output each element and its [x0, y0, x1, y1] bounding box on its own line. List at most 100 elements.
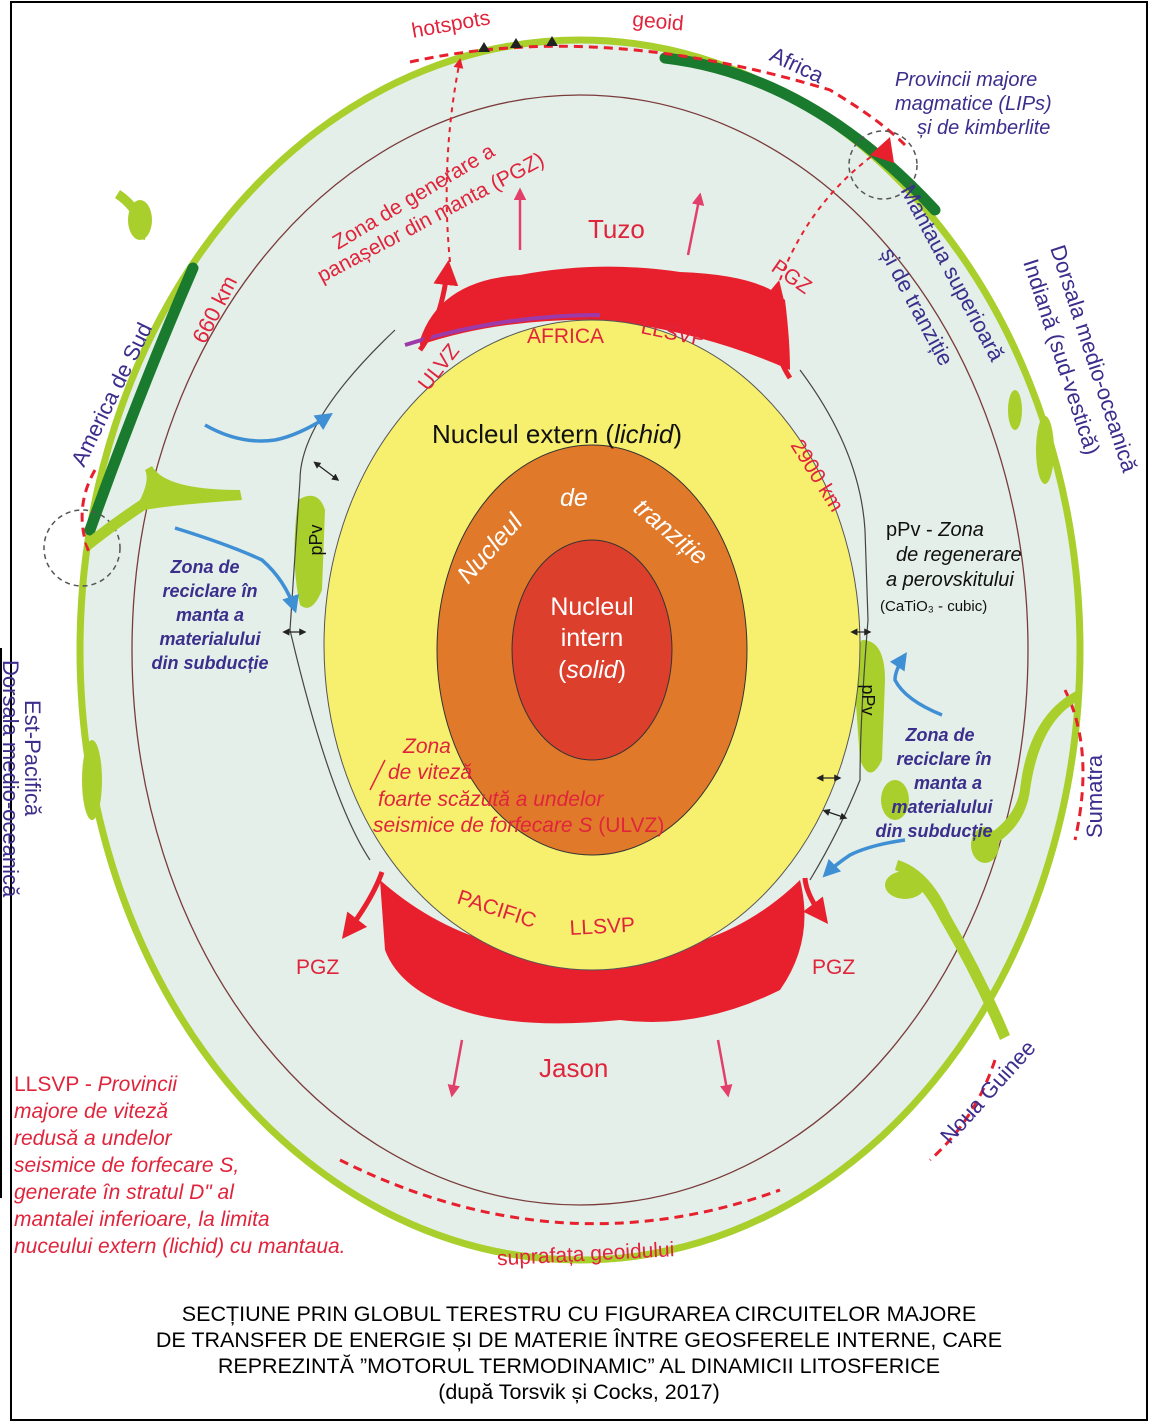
label-ppv-zone-1: pPv - Zona [886, 519, 984, 541]
svg-text:din subducție: din subducție [152, 653, 269, 673]
label-pgz-bottom-right: PGZ [812, 956, 855, 979]
plume-arrow-top-left [417, 260, 459, 352]
label-jason: Jason [539, 1053, 608, 1083]
svg-text:redusă a undelor: redusă a undelor [14, 1127, 173, 1150]
ppv-right-blob [855, 640, 885, 773]
label-tuzo: Tuzo [588, 214, 645, 244]
south-america-plate [84, 262, 199, 536]
pink-arrow-top-2 [686, 192, 705, 256]
geoid-dashed-top [409, 44, 907, 147]
label-ppv-zone-2: de regenerare [896, 544, 1022, 566]
svg-text:majore de viteză: majore de viteză [14, 1100, 168, 1123]
label-ppv-right: pPv [858, 684, 878, 715]
plume-dotted-left [445, 58, 464, 263]
hotspot-marker-3 [546, 36, 558, 46]
ridge-top-right [1008, 390, 1022, 430]
ulvz-pointer [369, 759, 386, 791]
figure-frame [10, 1, 1148, 1421]
pacific-llsvp [380, 880, 805, 1024]
ulvz-zone-label: Zona de viteză foarte scăzută a undelor … [373, 735, 664, 837]
blue-arrow-right-1 [889, 652, 943, 717]
pink-arrow-bottom-1 [447, 1039, 464, 1098]
thickness-arrow-1 [313, 461, 340, 481]
label-east-pacific-2: Est-Pacifică [20, 700, 45, 817]
ridge-east-pacific [82, 740, 102, 820]
ridge-indian [1036, 416, 1054, 484]
africa-plate [659, 52, 941, 216]
slab-blob-right [971, 827, 999, 863]
thickness-arrow-5 [822, 809, 848, 820]
hotspot-marker-1 [478, 42, 490, 52]
label-outer-core: Nucleul extern (lichid) [432, 419, 682, 449]
plume-dotted-right [779, 149, 881, 281]
geoid-dashed-left [80, 469, 97, 556]
plume-arrow-bottom-right [802, 877, 829, 924]
slab-right-2 [895, 860, 1010, 1040]
label-lips-2: magmatice (LIPs) [895, 93, 1052, 115]
svg-text:Zona de: Zona de [169, 557, 239, 577]
blue-arrow-left-2 [174, 526, 299, 614]
label-lips-3: și de kimberlite [917, 117, 1050, 139]
recycle-zone-left-label: Zona de reciclare în manta a materialulu… [152, 557, 269, 673]
label-transition-core-2: de [560, 484, 588, 512]
caption-line-2: DE TRANSFER DE ENERGIE ȘI DE MATERIE ÎNT… [155, 1328, 1003, 1352]
svg-text:mantalei inferioare, la limita: mantalei inferioare, la limita [14, 1208, 270, 1231]
svg-text:seismice de forfecare S (ULVZ): seismice de forfecare S (ULVZ) [373, 814, 664, 837]
svg-text:de viteză: de viteză [388, 761, 472, 784]
label-lips-1: Provincii majore [895, 69, 1037, 91]
subduction-highlight-circle [43, 509, 121, 587]
africa-llsvp [420, 266, 790, 370]
svg-text:reciclare în: reciclare în [896, 749, 991, 769]
geoid-dashed-bottom [339, 1158, 781, 1226]
earth-cross-section-diagram: hotspots geoid Africa Provincii majore m… [0, 6, 1143, 1270]
geoid-dashed-bottom-right [929, 1059, 997, 1162]
left-margin-rule [0, 648, 2, 1198]
slab-blob-top-left [128, 200, 152, 240]
svg-text:din subducție: din subducție [876, 821, 993, 841]
svg-text:Zona: Zona [402, 735, 451, 758]
lip-highlight-circle [848, 130, 918, 200]
svg-text:reciclare în: reciclare în [162, 581, 257, 601]
ppv-right-small [881, 780, 909, 820]
label-ppv-left: pPv [306, 524, 326, 555]
label-inner-core-1: Nucleul [550, 593, 633, 621]
pink-arrow-bottom-2 [716, 1039, 733, 1098]
label-hotspots: hotspots [410, 6, 492, 42]
svg-text:manta a: manta a [176, 605, 244, 625]
svg-text:manta a: manta a [914, 773, 982, 793]
caption-line-1: SECȚIUNE PRIN GLOBUL TERESTRU CU FIGURAR… [181, 1302, 977, 1326]
label-ppv-zone-3: a perovskitului [886, 569, 1014, 591]
blue-arrow-right-2 [822, 838, 906, 878]
label-pgz-bottom-left: PGZ [296, 956, 339, 979]
plume-arrow-bottom-left [341, 871, 385, 939]
lip-triangle [870, 137, 894, 163]
svg-text:materialului: materialului [891, 797, 993, 817]
caption-line-4: (după Torsvik și Cocks, 2017) [438, 1380, 720, 1404]
slab-left [85, 466, 242, 550]
figure-caption: SECȚIUNE PRIN GLOBUL TERESTRU CU FIGURAR… [12, 1301, 1146, 1405]
slab-right-1 [980, 690, 1080, 850]
svg-text:materialului: materialului [159, 629, 261, 649]
ppv-left-blob [294, 495, 325, 608]
plume-arrow-top-right [761, 280, 793, 380]
label-inner-core-3: (solid) [558, 656, 626, 684]
blue-arrow-left-1 [204, 413, 333, 443]
label-inner-core-2: intern [561, 624, 624, 652]
d-double-prime-right [799, 369, 869, 881]
svg-text:seismice de forfecare S,: seismice de forfecare S, [14, 1154, 239, 1177]
llsvp-definition: LLSVP - Provincii majore de viteză redus… [14, 1073, 346, 1258]
label-africa-llsvp-1: AFRICA [527, 325, 604, 348]
caption-line-3: REPREZINTĂ ”MOTORUL TERMODINAMIC” AL DIN… [217, 1354, 941, 1378]
label-east-pacific-1: Dorsala medio-oceanică [0, 660, 23, 898]
slab-blob-bottom-right [885, 871, 925, 899]
label-pacific-llsvp-2: LLSVP [569, 914, 636, 940]
svg-text:nuceului extern (lichid) cu ma: nuceului extern (lichid) cu mantaua. [14, 1235, 346, 1258]
svg-text:foarte scăzută a undelor: foarte scăzută a undelor [378, 788, 604, 811]
inner-core [511, 539, 673, 761]
hotspot-marker-2 [510, 38, 522, 48]
recycle-zone-right-label: Zona de reciclare în manta a materialulu… [876, 725, 994, 841]
svg-text:Zona de: Zona de [904, 725, 974, 745]
svg-text:LLSVP - Provincii: LLSVP - Provincii [14, 1073, 178, 1096]
label-sumatra: Sumatra [1082, 754, 1107, 838]
label-ppv-zone-4: (CaTiO₃ - cubic) [880, 598, 987, 615]
